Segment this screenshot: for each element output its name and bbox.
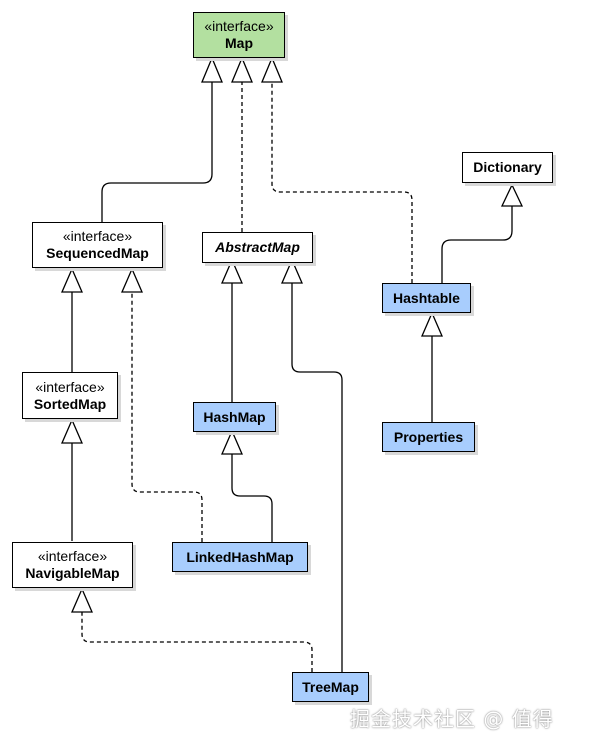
arrowhead-map-center <box>231 56 253 83</box>
sequencedmap-stereotype: «interface» <box>62 228 133 244</box>
map-name: Map <box>225 35 253 51</box>
properties-node: Properties <box>382 422 475 452</box>
hashtable-node: Hashtable <box>382 283 471 313</box>
abstractmap-node: AbstractMap <box>202 232 313 263</box>
navigablemap-name: NavigableMap <box>25 565 120 581</box>
linkedhashmap-name: LinkedHashMap <box>186 548 294 565</box>
edge-treemap-abstractmap <box>291 283 343 672</box>
watermark: 掘金技术社区 @ 值得 <box>350 707 554 731</box>
arrowhead-dictionary <box>500 183 524 207</box>
arrowhead-map-left <box>201 56 223 83</box>
arrowhead-sequencedmap-right <box>121 267 143 293</box>
sortedmap-stereotype: «interface» <box>35 378 105 395</box>
edge-sequencedmap-map <box>101 82 213 222</box>
treemap-node: TreeMap <box>292 672 369 702</box>
edge-hashtable-map <box>271 82 413 283</box>
edge-linkedhashmap-sequencedmap <box>131 292 203 542</box>
arrowhead-navigablemap <box>71 587 93 613</box>
abstractmap-name: AbstractMap <box>215 239 300 255</box>
hashmap-name: HashMap <box>203 408 266 425</box>
sequencedmap-node: «interface» SequencedMap <box>32 222 163 268</box>
properties-name: Properties <box>393 428 464 445</box>
dictionary-name: Dictionary <box>473 159 542 175</box>
sequencedmap-name: SequencedMap <box>46 245 149 261</box>
edge-linkedhashmap-hashmap <box>231 454 273 542</box>
arrowhead-abstractmap-right <box>281 258 303 284</box>
hashmap-node: HashMap <box>193 402 276 432</box>
navigablemap-stereotype: «interface» <box>37 548 108 564</box>
map-node: «interface» Map <box>193 12 285 58</box>
map-stereotype: «interface» <box>204 18 274 34</box>
arrowhead-abstractmap-left <box>221 258 243 284</box>
edge-treemap-navigablemap <box>81 612 313 672</box>
arrowhead-hashtable <box>421 311 443 337</box>
arrowhead-sequencedmap-left <box>61 267 83 293</box>
dictionary-node: Dictionary <box>462 152 553 183</box>
edge-hashtable-dictionary <box>441 206 513 283</box>
treemap-name: TreeMap <box>302 678 359 695</box>
hashtable-name: Hashtable <box>393 289 460 306</box>
sortedmap-name: SortedMap <box>33 395 107 412</box>
sortedmap-node: «interface» SortedMap <box>22 372 118 419</box>
arrowhead-map-right <box>261 56 283 83</box>
linkedhashmap-node: LinkedHashMap <box>172 542 308 572</box>
arrowhead-hashmap <box>221 429 243 455</box>
arrowhead-sortedmap <box>61 418 83 444</box>
navigablemap-node: «interface» NavigableMap <box>12 542 133 588</box>
